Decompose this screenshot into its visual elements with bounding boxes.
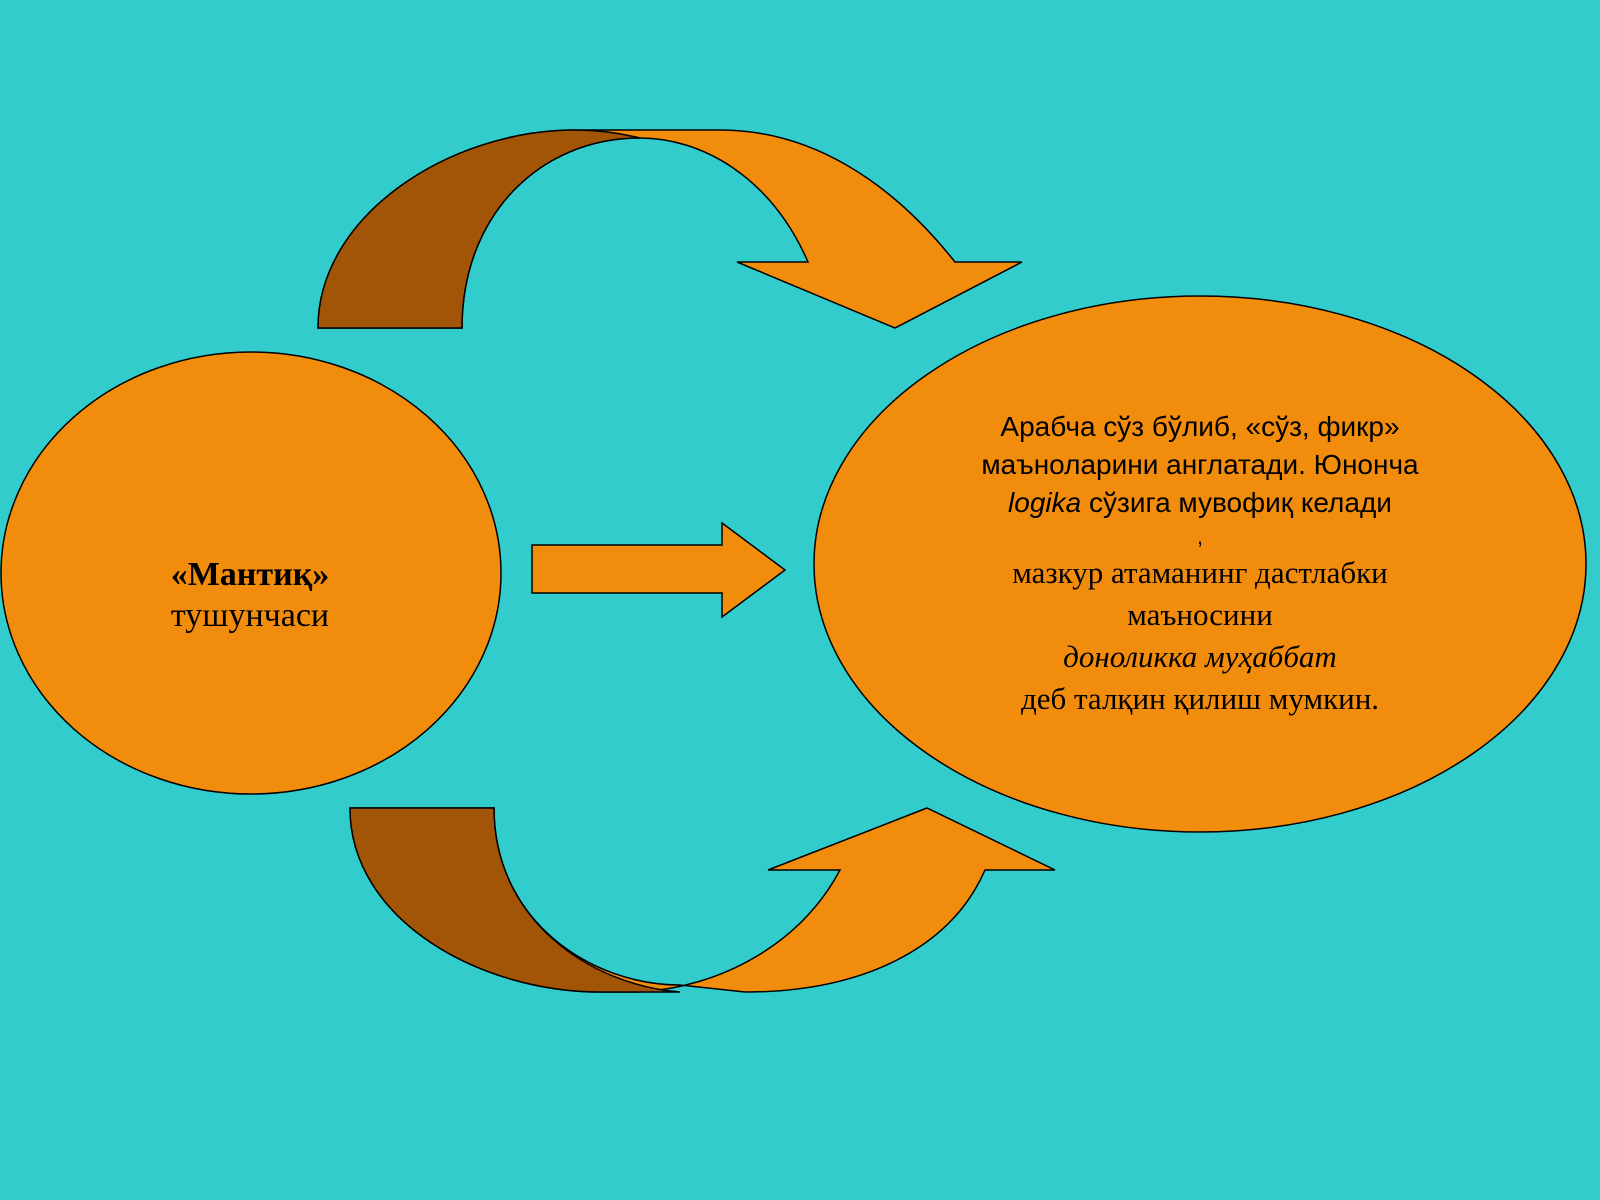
definition-line-7: доноликка муҳаббат <box>1063 639 1337 674</box>
definition-line-2: маъноларини англатади. Юнонча <box>981 449 1419 480</box>
definition-line-5: мазкур атаманинг дастлабки <box>1012 555 1388 590</box>
right-definition-ellipse <box>813 295 1587 833</box>
definition-line-8: деб талқин қилиш мумкин. <box>1020 681 1380 716</box>
curved-arrow-bottom <box>349 807 1056 993</box>
left-concept-text: «Мантиқ» тушунчаси <box>90 555 410 637</box>
curved-arrow-top <box>317 129 1023 329</box>
curved-arrow-bottom-shadow <box>349 807 681 993</box>
definition-line-1: Арабча сўз бўлиб, «сўз, фикр» <box>1000 411 1400 442</box>
definition-line-4: , <box>1196 524 1204 549</box>
concept-title: «Мантиқ» <box>170 556 330 593</box>
straight-arrow-middle <box>531 521 787 619</box>
definition-line-6: маъносини <box>1127 597 1273 632</box>
concept-subtitle: тушунчаси <box>170 596 330 634</box>
definition-text: Арабча сўз бўлиб, «сўз, фикр» маъноларин… <box>900 408 1500 720</box>
definition-line-3-rest: сўзига мувофиқ келади <box>1081 487 1392 518</box>
left-concept-ellipse <box>0 351 502 795</box>
curved-arrow-top-shadow <box>317 129 641 329</box>
definition-line-3: logika сўзига мувофиқ келади <box>900 484 1500 522</box>
logika-word: logika <box>1008 487 1082 518</box>
